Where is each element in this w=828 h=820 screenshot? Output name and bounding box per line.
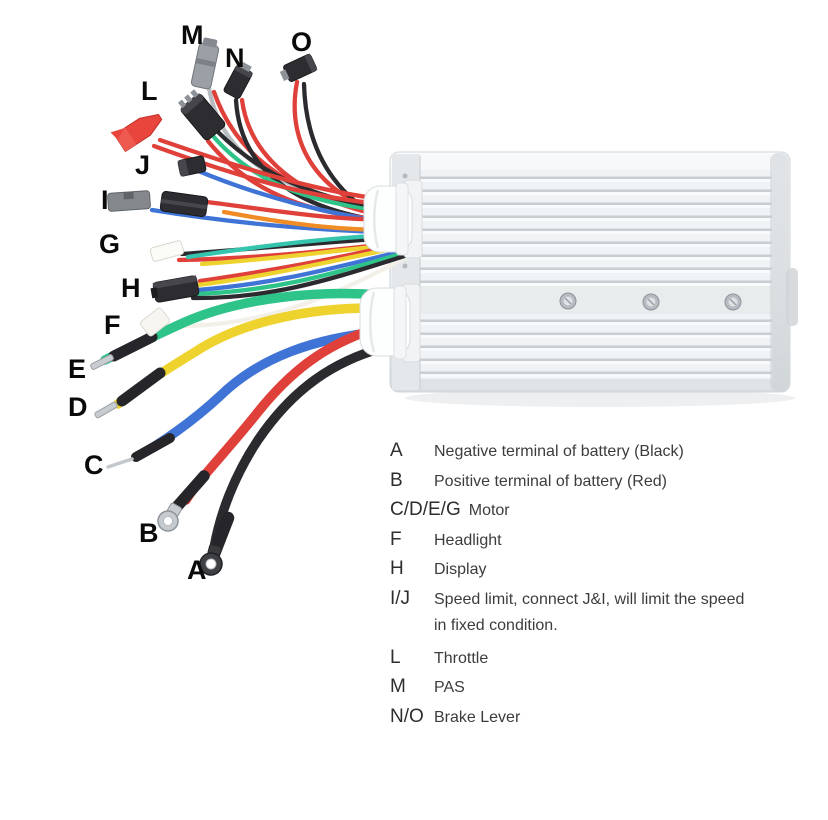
connector-G-motor-hall — [149, 240, 185, 262]
cable-gland-upper — [363, 179, 423, 259]
cap-screw-top — [402, 173, 408, 179]
legend-row-IJ-cont: in fixed condition. — [390, 617, 824, 647]
legend-text: in fixed condition. — [434, 617, 558, 634]
wire-D-motor-yellow — [94, 303, 413, 419]
legend-key: F — [390, 528, 402, 550]
legend-key: M — [390, 676, 406, 697]
spade-terminal-D — [94, 401, 118, 419]
legend-row-B: B Positive terminal of battery (Red) — [390, 470, 824, 500]
wire-label-H: H — [121, 273, 141, 303]
pin-terminal-C — [106, 457, 134, 469]
legend-key: I/J — [390, 587, 411, 609]
connector-H-display — [150, 275, 200, 303]
heatsink-fins-upper — [420, 170, 772, 286]
legend-text: Motor — [468, 502, 510, 519]
connector-N-brake — [223, 61, 253, 99]
legend-text: PAS — [434, 679, 465, 696]
legend-key: A — [390, 440, 403, 461]
wire-label-N: N — [225, 43, 245, 73]
legend-row-IJ: I/J Speed limit, connect J&I, will limit… — [390, 588, 824, 618]
wire-label-B: B — [139, 518, 159, 548]
spade-terminal-E — [90, 354, 114, 370]
legend-key: L — [390, 646, 401, 668]
legend: A Negative terminal of battery (Black) B… — [390, 440, 824, 735]
connector-J-speed-limit — [177, 155, 207, 177]
connector-L-throttle — [177, 89, 226, 141]
case-screw-3 — [724, 293, 742, 311]
case-screw-1 — [559, 292, 577, 310]
legend-row-L: L Throttle — [390, 647, 824, 677]
connector-F-headlight — [139, 307, 171, 337]
wire-label-C: C — [84, 450, 104, 480]
legend-key: C/D/E/G — [390, 499, 461, 520]
wire-label-L: L — [141, 76, 158, 106]
legend-row-M: M PAS — [390, 676, 824, 706]
cable-gland-lower — [359, 283, 421, 363]
connector-I-mate — [159, 190, 209, 218]
wire-B-battery-positive — [157, 315, 413, 532]
wire-C-motor-blue — [106, 325, 413, 469]
legend-row-F: F Headlight — [390, 529, 824, 559]
legend-key: B — [390, 469, 403, 491]
wire-label-I: I — [101, 185, 109, 215]
wire-label-J: J — [135, 150, 151, 180]
legend-row-A: A Negative terminal of battery (Black) — [390, 440, 824, 470]
controller-body — [389, 151, 798, 407]
wire-label-A: A — [187, 555, 207, 585]
legend-text: Brake Lever — [434, 708, 521, 726]
ring-terminal-B — [157, 502, 182, 532]
connector-M-pas — [190, 37, 220, 90]
wire-E-motor-green — [90, 288, 413, 370]
legend-text: Speed limit, connect J&I, will limit the… — [434, 590, 745, 608]
legend-row-H: H Display — [390, 558, 824, 588]
connector-I-speed-limit — [107, 190, 151, 212]
legend-text: Display — [434, 561, 487, 578]
wire-label-D: D — [68, 392, 88, 422]
legend-text: Positive terminal of battery (Red) — [434, 472, 667, 490]
legend-text: Throttle — [434, 649, 489, 667]
terminal-red-spade — [110, 113, 163, 153]
controller-shadow — [405, 389, 795, 407]
legend-key: N/O — [390, 705, 424, 727]
ring-terminal-A — [199, 544, 223, 576]
legend-key: H — [390, 558, 404, 579]
connector-O-brake — [279, 53, 318, 83]
wire-label-O: O — [291, 27, 313, 57]
wire-label-M: M — [181, 20, 204, 50]
heatsink-fins-lower — [420, 314, 772, 380]
wire-label-F: F — [104, 310, 121, 340]
case-screw-2 — [642, 293, 660, 311]
legend-text: Headlight — [434, 531, 502, 549]
cap-screw-mid — [402, 263, 408, 269]
legend-row-NO: N/O Brake Lever — [390, 706, 824, 736]
wire-A-battery-negative — [199, 337, 413, 576]
legend-text: Negative terminal of battery (Black) — [434, 443, 684, 460]
wire-label-G: G — [99, 229, 121, 259]
wire-label-E: E — [68, 354, 87, 384]
legend-row-CDEG: C/D/E/G Motor — [390, 499, 824, 529]
